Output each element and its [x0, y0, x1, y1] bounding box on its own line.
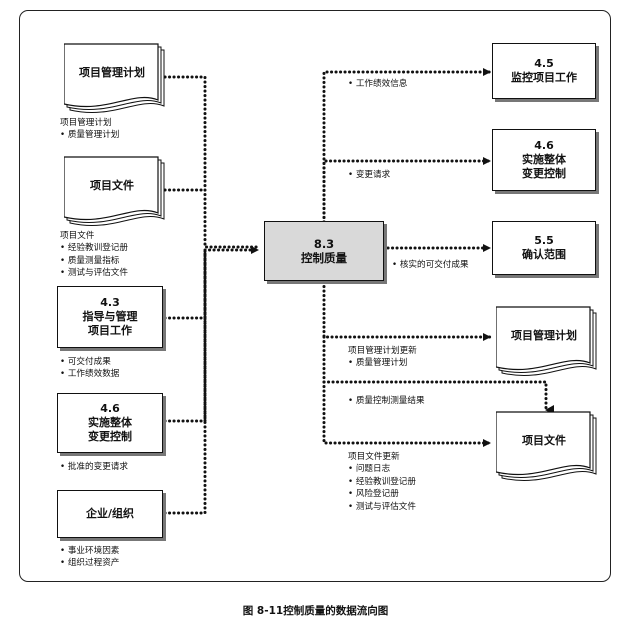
- process-number: 4.3: [100, 296, 120, 309]
- input-enterprise-box: 企业/组织: [57, 490, 163, 538]
- process-title: 实施整体 变更控制: [88, 416, 132, 443]
- process-number: 4.5: [534, 57, 554, 70]
- output-proj-docs-item: 测试与评估文件: [348, 501, 416, 513]
- document-icon: [496, 306, 597, 376]
- output-proj-docs-header: 项目文件更新: [348, 452, 400, 462]
- output-pm-plan-title: 项目管理计划: [511, 329, 577, 342]
- output-change-flow-label: 变更请求: [348, 169, 390, 181]
- process-number: 8.3: [313, 237, 335, 251]
- output-proj-docs-title: 项目文件: [522, 434, 566, 447]
- process-number: 5.5: [534, 234, 554, 247]
- flow-label: 变更请求: [348, 169, 390, 181]
- output-pm-plan-item: 质量管理计划: [348, 357, 417, 369]
- input-proj-docs-doc: 项目文件: [64, 155, 165, 227]
- process-title: 控制质量: [301, 251, 347, 265]
- output-pm-plan-doc: 项目管理计划: [496, 305, 597, 377]
- process-title: 指导与管理 项目工作: [82, 310, 138, 337]
- output-proj-docs-item: 风险登记册: [348, 488, 416, 500]
- output-pm-plan-labels: 项目管理计划更新 质量管理计划: [348, 345, 417, 370]
- input-direct-manage-item: 工作绩效数据: [60, 368, 120, 380]
- output-quality-measurements-label: 质量控制测量结果: [348, 395, 425, 407]
- input-change-control-item: 批准的变更请求: [60, 461, 128, 473]
- input-enterprise-item: 组织过程资产: [60, 557, 120, 569]
- input-pm-plan-labels: 项目管理计划 质量管理计划: [60, 117, 119, 142]
- flow-label: 工作绩效信息: [348, 78, 408, 90]
- output-monitor-flow-label: 工作绩效信息: [348, 78, 408, 90]
- input-change-control-labels: 批准的变更请求: [60, 461, 128, 473]
- process-title: 实施整体 变更控制: [522, 153, 566, 180]
- input-proj-docs-item: 经验教训登记册: [60, 242, 128, 254]
- document-icon: [64, 156, 165, 226]
- input-pm-plan-item: 质量管理计划: [60, 129, 120, 141]
- output-proj-docs-item: 问题日志: [348, 463, 416, 475]
- process-number: 4.6: [100, 402, 120, 415]
- input-proj-docs-item: 质量测量指标: [60, 255, 128, 267]
- input-enterprise-labels: 事业环境因素 组织过程资产: [60, 545, 120, 570]
- output-proj-docs-item: 经验教训登记册: [348, 476, 416, 488]
- flow-label: 质量控制测量结果: [348, 395, 425, 407]
- input-pm-plan-title: 项目管理计划: [79, 66, 145, 79]
- process-title: 监控项目工作: [511, 71, 577, 84]
- input-pm-plan-header: 项目管理计划: [60, 118, 112, 128]
- input-enterprise-item: 事业环境因素: [60, 545, 120, 557]
- input-proj-docs-title: 项目文件: [90, 179, 134, 192]
- process-title: 确认范围: [522, 248, 566, 261]
- input-enterprise-title: 企业/组织: [85, 507, 135, 520]
- output-validate-flow-label: 核实的可交付成果: [392, 259, 469, 271]
- input-pm-plan-doc: 项目管理计划: [64, 42, 165, 114]
- figure-caption: 图 8-11控制质量的数据流向图: [242, 605, 389, 617]
- input-proj-docs-labels: 项目文件 经验教训登记册 质量测量指标 测试与评估文件: [60, 230, 128, 280]
- output-proj-docs-doc: 项目文件: [496, 410, 597, 482]
- process-number: 4.6: [534, 139, 554, 152]
- output-proj-docs-labels: 项目文件更新 问题日志 经验教训登记册 风险登记册 测试与评估文件: [348, 451, 416, 513]
- input-proj-docs-header: 项目文件: [60, 231, 95, 241]
- document-icon: [64, 43, 165, 113]
- input-proj-docs-item: 测试与评估文件: [60, 267, 128, 279]
- input-direct-manage-item: 可交付成果: [60, 356, 119, 368]
- flow-label: 核实的可交付成果: [392, 259, 469, 271]
- input-direct-manage-labels: 可交付成果 工作绩效数据: [60, 356, 120, 381]
- document-icon: [496, 411, 597, 481]
- output-pm-plan-header: 项目管理计划更新: [348, 346, 417, 356]
